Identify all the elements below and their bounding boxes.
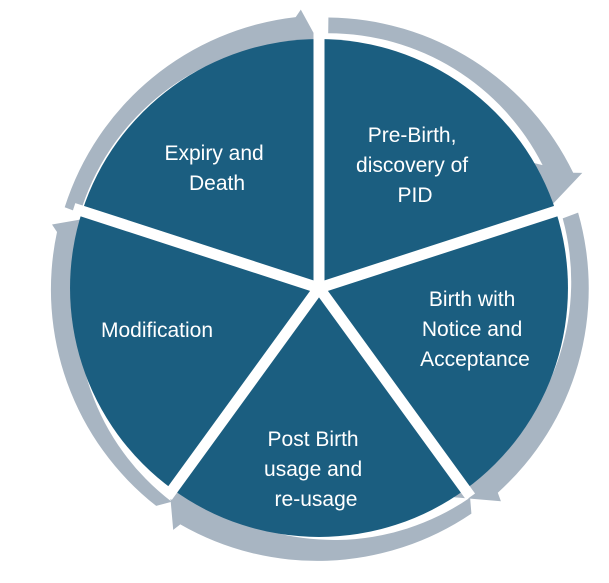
segment-separators: [71, 30, 567, 500]
segment-post-birth: [172, 288, 466, 537]
separator-lower-left: [162, 284, 324, 500]
cycle-arrow-1: [328, 17, 583, 208]
cycle-arrow-5: [64, 9, 324, 214]
stage-label-birth: Birth with Notice and Acceptance: [420, 288, 530, 371]
stage-label-pre-birth: Pre-Birth, discovery of PID: [356, 124, 474, 207]
separator-upper-right: [317, 203, 567, 294]
separator-upper-left: [71, 203, 321, 294]
stage-label-modification: Modification: [101, 319, 213, 342]
cycle-arrow-4: [50, 216, 172, 506]
segment-modification: [70, 211, 319, 490]
cycle-arrow-ring: [50, 9, 589, 561]
stage-label-expiry: Expiry and Death: [164, 142, 269, 195]
stage-label-post-birth: Post Birth usage and re-usage: [264, 428, 368, 511]
stage-labels: Pre-Birth, discovery of PID Birth with N…: [101, 124, 530, 511]
segment-birth: [319, 211, 568, 490]
separator-lower-right: [314, 284, 476, 500]
cycle-arrow-3: [169, 483, 472, 561]
cycle-arrow-2: [454, 212, 589, 502]
